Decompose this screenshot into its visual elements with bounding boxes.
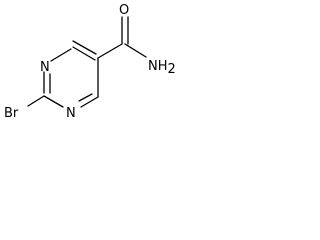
bond-carbonyl-n xyxy=(124,43,147,58)
atom-n-top: N xyxy=(40,60,50,75)
atom-amide-n: NH2 xyxy=(148,59,176,77)
pyrimidine-ring xyxy=(27,40,99,108)
carboxamide-group xyxy=(97,16,147,59)
bond-n3-c2 xyxy=(43,95,64,108)
atom-n-bottom: N xyxy=(66,106,76,121)
bond-c6-c5-double xyxy=(72,40,97,55)
bond-c6-c5 xyxy=(72,46,96,61)
atom-bromo: Br xyxy=(4,106,19,121)
chemical-structure: N N O NH2 Br xyxy=(4,3,176,121)
bond-c2-br xyxy=(27,95,45,107)
atom-amide-n-subscript: 2 xyxy=(168,62,176,77)
atom-carbonyl-o: O xyxy=(119,3,129,18)
bond-c5-carbonyl xyxy=(97,43,123,59)
atom-amide-n-main: NH xyxy=(148,59,168,74)
bond-n1-c6 xyxy=(50,48,72,62)
bond-c4-n3-double xyxy=(78,93,93,102)
bond-c4-n3 xyxy=(80,96,99,108)
